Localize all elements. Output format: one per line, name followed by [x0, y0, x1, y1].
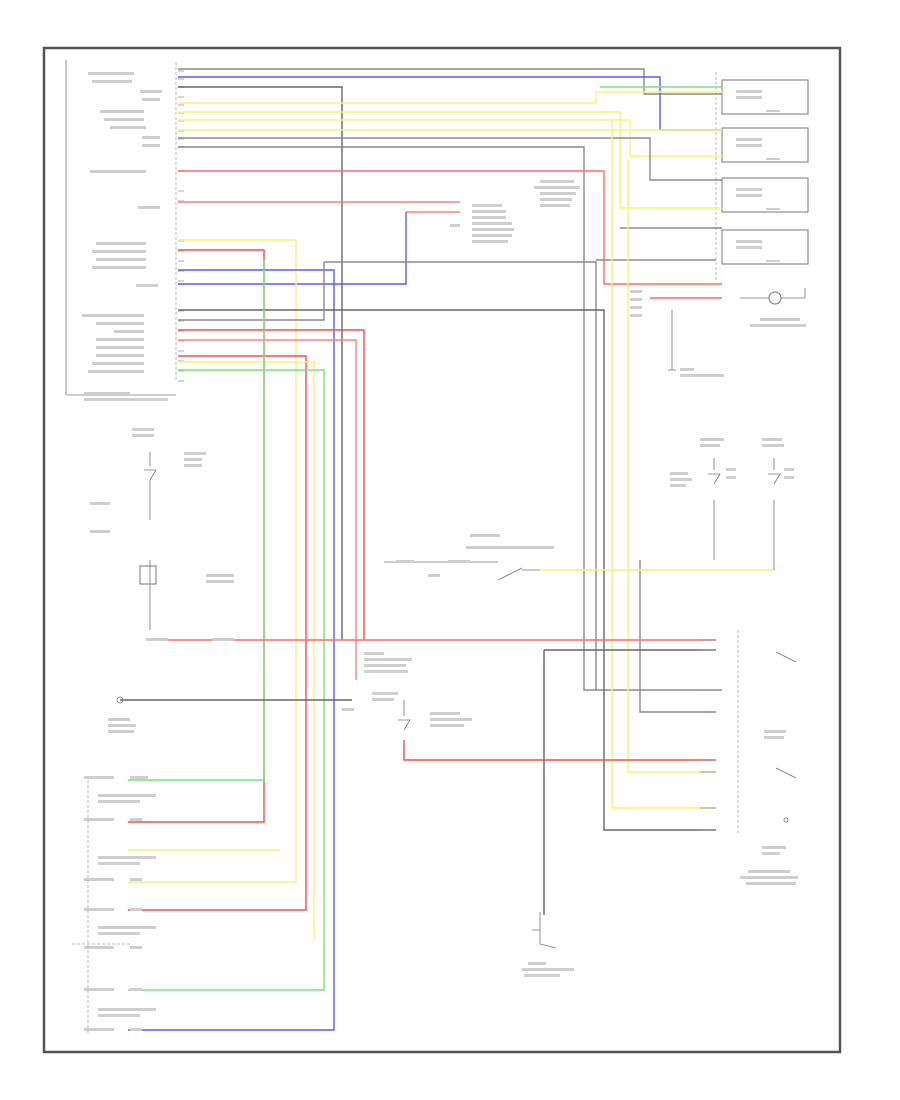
- wire-red-6: [403, 740, 716, 761]
- wire-blue-3: [128, 269, 335, 1031]
- control-module: [65, 60, 184, 401]
- wire-gray-2: [178, 137, 722, 181]
- wire-yellow-1: [178, 91, 722, 104]
- wire-gray-8: [639, 560, 716, 713]
- wire-yellow-9: [627, 160, 716, 773]
- wire-gray-5: [324, 261, 597, 690]
- top-right-labels: [450, 180, 642, 317]
- left-components: [90, 428, 472, 733]
- wire-pink-3: [178, 339, 357, 680]
- component-box-2: [721, 127, 809, 163]
- bottom-sensor: [522, 912, 574, 977]
- component-box-3: [721, 177, 809, 213]
- diagram-frame: [42, 46, 842, 1054]
- right-fuses: [670, 438, 794, 570]
- right-component-blocks: [668, 72, 809, 377]
- wire-red-5: [128, 355, 307, 911]
- wire-dark-1: [178, 86, 343, 640]
- wire-green-2: [128, 369, 325, 991]
- wire-red-1: [178, 170, 722, 285]
- wire-yellow-6: [178, 361, 315, 940]
- relay-switch: [384, 534, 554, 581]
- wire-yellow-2: [178, 111, 722, 209]
- wire-blue-2: [178, 212, 407, 285]
- wire-yellow-5: [128, 239, 297, 883]
- wire-green-3: [128, 260, 265, 781]
- right-bottom-module: [700, 630, 798, 885]
- component-box-4: [721, 229, 809, 265]
- wire-red-4: [178, 329, 365, 640]
- component-box-1: [721, 79, 809, 115]
- left-connector-labels: [84, 776, 156, 1031]
- module-terminal-labels: [82, 72, 168, 401]
- fuse-symbol: [139, 565, 157, 585]
- wire-harness: [120, 68, 774, 1031]
- wire-gray-3: [178, 146, 722, 691]
- wire-gray-7: [178, 262, 325, 321]
- wire-gray-1: [178, 68, 722, 95]
- wire-yellow-8: [611, 120, 716, 809]
- connector-dash-lines: [72, 780, 130, 1034]
